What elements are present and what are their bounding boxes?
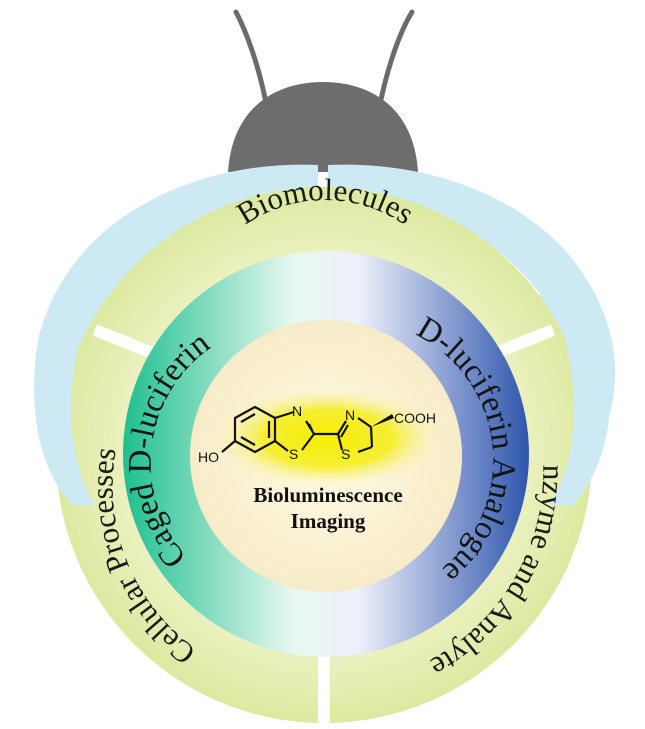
right-wing xyxy=(328,164,613,505)
atom-n1: N xyxy=(292,403,302,419)
right-antenna-icon xyxy=(375,9,415,118)
d-luciferin-structure xyxy=(221,405,374,454)
atom-s2: S xyxy=(341,446,350,462)
atom-ho: HO xyxy=(198,449,219,465)
center-title-line1: Bioluminescence xyxy=(253,483,402,507)
atom-cooh: COOH xyxy=(394,410,436,426)
left-antenna-icon xyxy=(233,9,271,118)
beetle-head xyxy=(228,82,418,172)
left-wing xyxy=(37,164,318,505)
luciferin-glow xyxy=(210,386,446,490)
stereo-wedge-icon xyxy=(371,414,394,427)
atom-n2: N xyxy=(345,407,355,423)
center-title-line2: Imaging xyxy=(291,509,366,533)
atom-s1: S xyxy=(289,446,298,462)
